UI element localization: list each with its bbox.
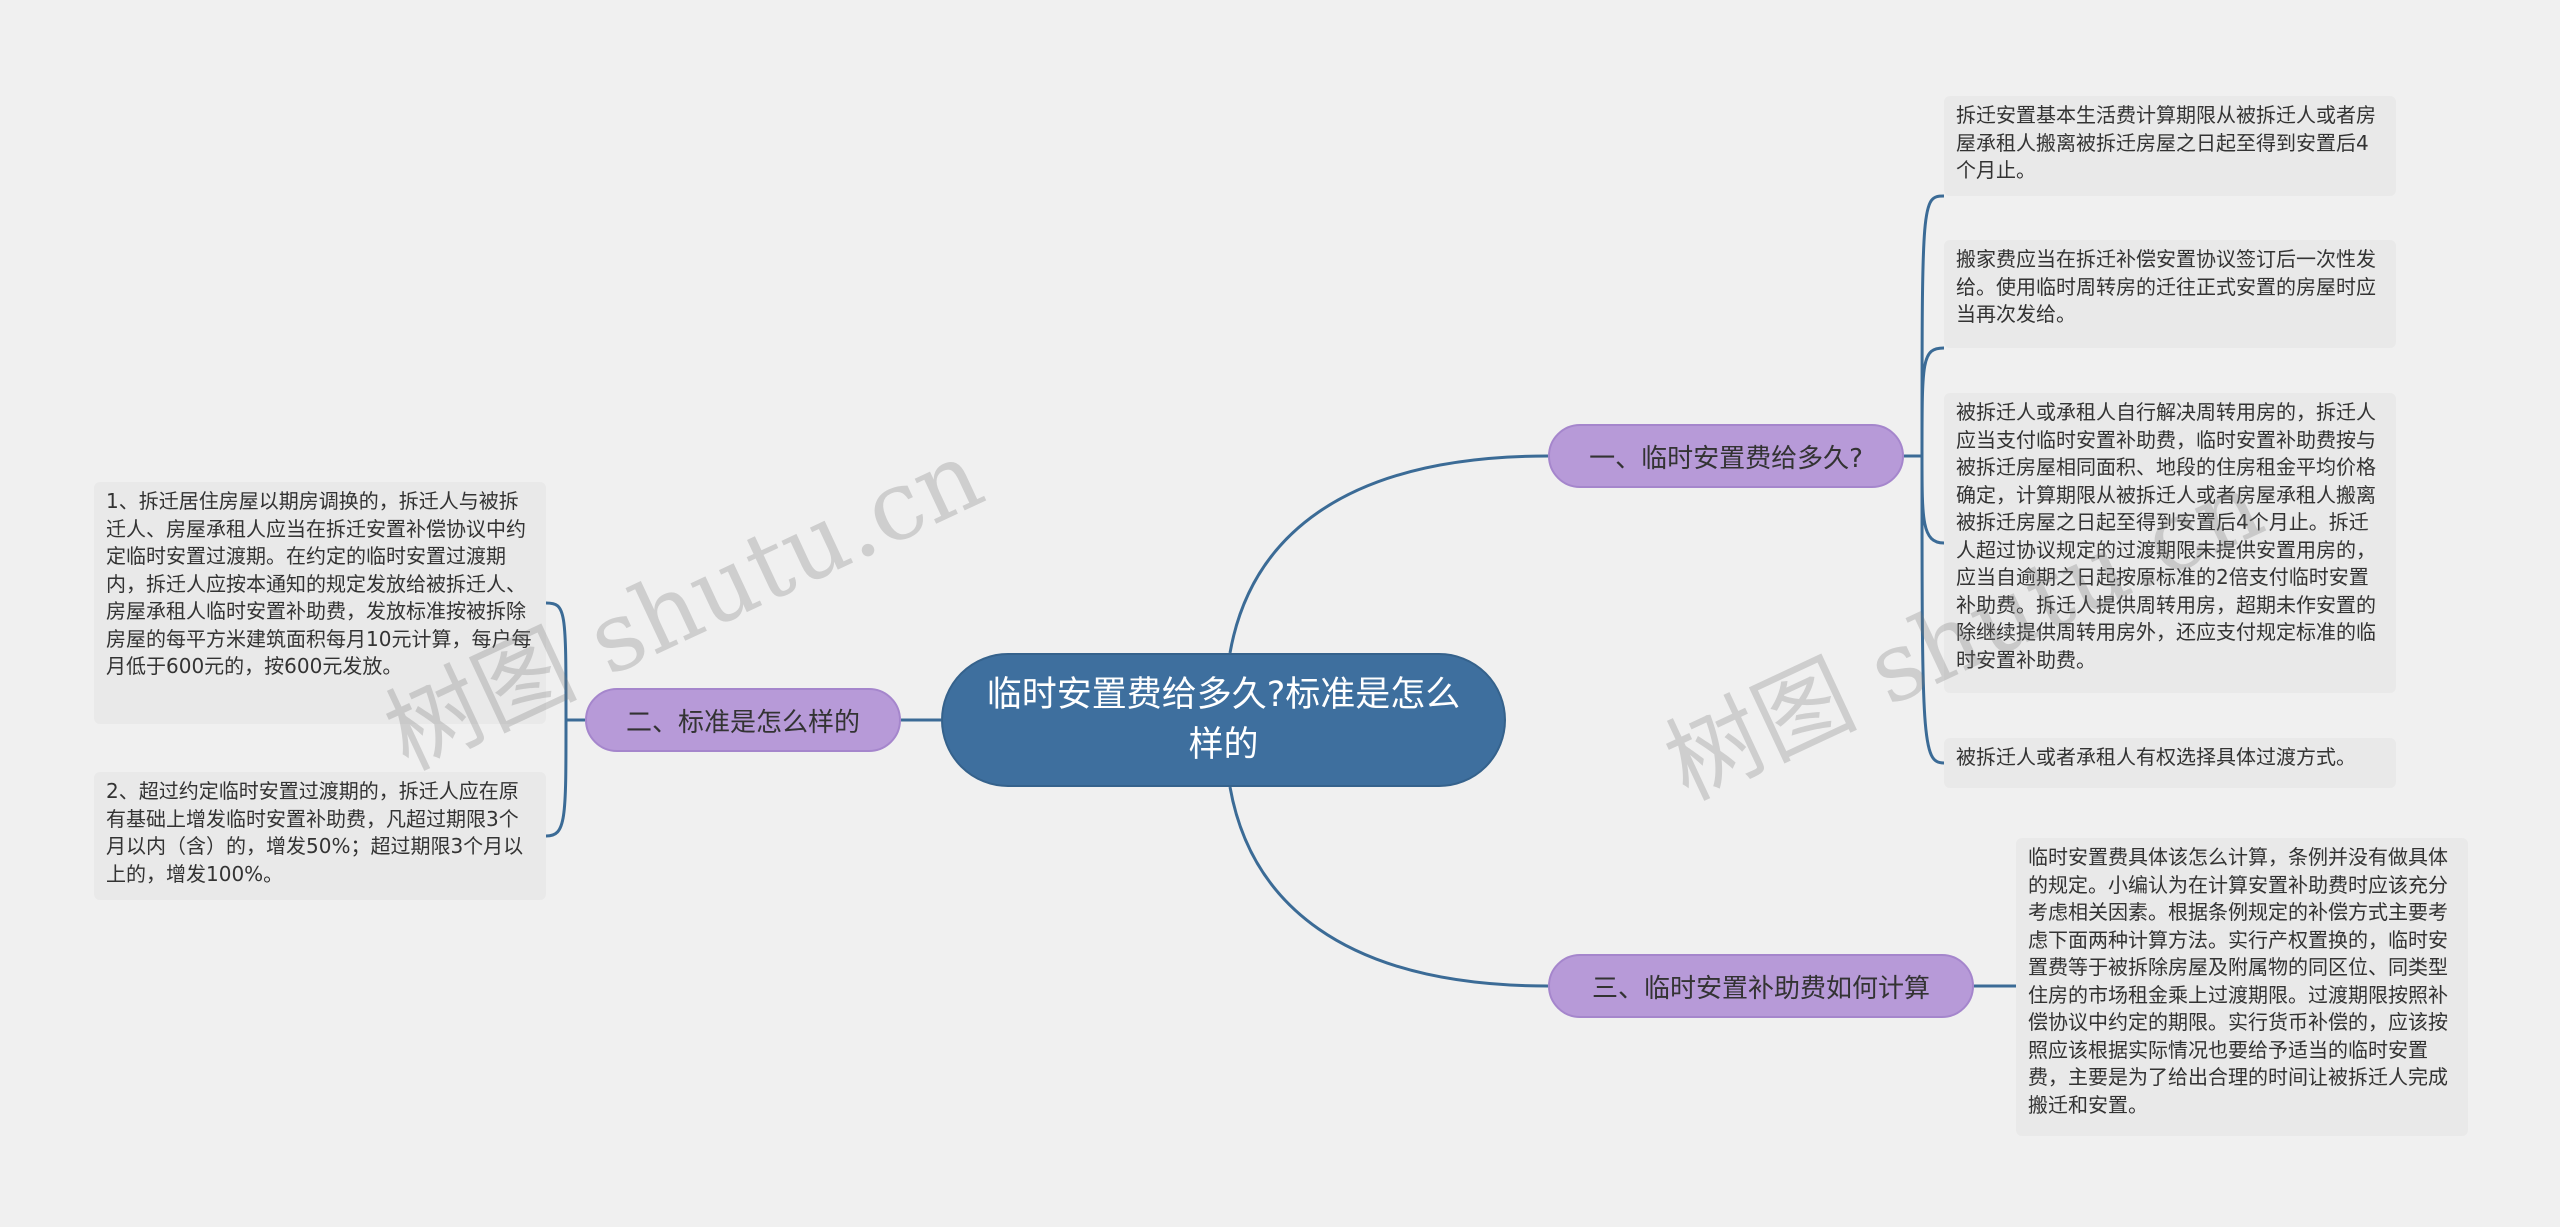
branch-label: 二、标准是怎么样的 — [625, 707, 860, 738]
connector-branch-2-leaf-7 — [545, 719, 568, 838]
branch-node-how-long[interactable]: 一、临时安置费给多久? — [1548, 424, 1904, 488]
branch-node-calculation[interactable]: 三、临时安置补助费如何计算 — [1548, 954, 1974, 1018]
leaf-node[interactable]: 1、拆迁居住房屋以期房调换的，拆迁人与被拆迁人、房屋承租人应当在拆迁安置补偿协议… — [94, 482, 546, 724]
branch-label: 三、临时安置补助费如何计算 — [1591, 973, 1930, 1004]
leaf-node[interactable]: 被拆迁人或者承租人有权选择具体过渡方式。 — [1944, 738, 2396, 788]
connector-branch-1-leaf-4 — [1920, 455, 1945, 765]
connector-branch-1-leaf-3 — [1920, 455, 1945, 545]
root-title: 临时安置费给多久?标准是怎么样的 — [986, 675, 1461, 765]
leaf-node[interactable]: 2、超过约定临时安置过渡期的，拆迁人应在原有基础上增发临时安置补助费，凡超过期限… — [94, 772, 546, 900]
connector-root-branch-3 — [1228, 786, 1549, 988]
connector-branch-1-leaf-1 — [1920, 194, 1945, 457]
leaf-node[interactable]: 临时安置费具体该怎么计算，条例并没有做具体的规定。小编认为在计算安置补助费时应该… — [2016, 838, 2468, 1136]
root-node[interactable]: 临时安置费给多久?标准是怎么样的 — [941, 653, 1506, 787]
connector-root-branch-1 — [1228, 454, 1549, 654]
leaf-node[interactable]: 搬家费应当在拆迁补偿安置协议签订后一次性发给。使用临时周转房的迁往正式安置的房屋… — [1944, 240, 2396, 348]
leaf-node[interactable]: 拆迁安置基本生活费计算期限从被拆迁人或者房屋承租人搬离被拆迁房屋之日起至得到安置… — [1944, 96, 2396, 196]
connector-branch-1-leaf-2 — [1920, 346, 1945, 457]
connector-branch-2-leaf-6 — [545, 601, 568, 721]
leaf-node[interactable]: 被拆迁人或承租人自行解决周转用房的，拆迁人应当支付临时安置补助费，临时安置补助费… — [1944, 393, 2396, 693]
branch-label: 一、临时安置费给多久? — [1589, 443, 1863, 474]
branch-node-standard[interactable]: 二、标准是怎么样的 — [585, 688, 901, 752]
